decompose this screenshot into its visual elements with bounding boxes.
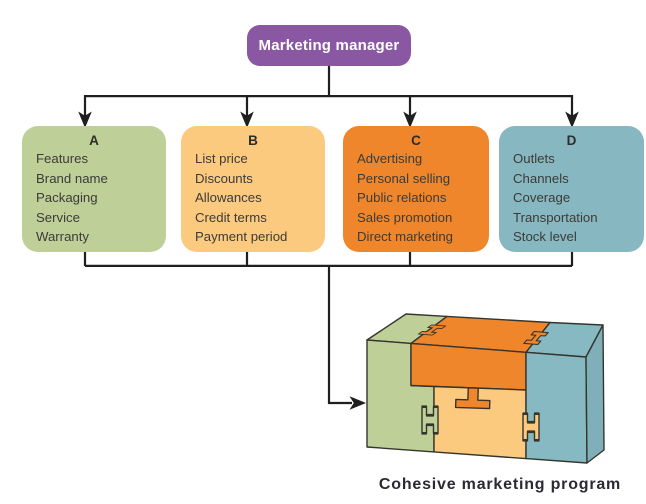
- list-item: Advertising: [357, 151, 423, 166]
- list-item: Coverage: [513, 190, 571, 205]
- illustration-caption: Cohesive marketing program: [378, 476, 622, 493]
- connector-paths: [83, 66, 574, 405]
- list-item: Credit terms: [195, 209, 267, 225]
- list-item: Outlets: [513, 151, 555, 166]
- marketing-manager-label: Marketing manager: [258, 37, 400, 54]
- list-item: Brand name: [36, 170, 108, 186]
- group-item-list: List price Discounts Allowances Credit t…: [181, 149, 325, 247]
- list-item: List price: [195, 151, 248, 166]
- group-box-d-place: D Outlets Channels Coverage Transportati…: [499, 126, 644, 252]
- top-fanout-line: [83, 66, 574, 116]
- group-box-a-product: A Features Brand name Packaging Service …: [22, 126, 166, 252]
- list-item: Packaging: [36, 190, 98, 205]
- list-item: Discounts: [195, 170, 253, 186]
- list-item: Service: [36, 209, 80, 225]
- arrow-down-icon: [78, 111, 92, 128]
- list-item: Channels: [513, 170, 569, 186]
- marketing-manager-box: Marketing manager: [247, 25, 411, 66]
- arrow-right-icon: [349, 396, 366, 410]
- list-item: Stock level: [513, 229, 577, 244]
- list-item: Direct marketing: [357, 229, 454, 244]
- list-item: Personal selling: [357, 170, 451, 186]
- group-letter: B: [248, 133, 258, 148]
- group-box-b-price: B List price Discounts Allowances Credit…: [181, 126, 325, 252]
- list-item: Payment period: [195, 229, 288, 244]
- puzzle-front-orange-piece: [410, 342, 527, 391]
- cohesive-marketing-puzzle-box-icon: [366, 313, 605, 464]
- list-item: Warranty: [36, 229, 90, 244]
- arrow-down-icon: [565, 111, 579, 128]
- puzzle-front-teal-piece: [525, 351, 588, 464]
- group-letter: D: [566, 133, 577, 148]
- puzzle-connector-orange-tab: [454, 387, 491, 410]
- group-item-list: Advertising Personal selling Public rela…: [343, 149, 489, 247]
- arrowheads: [78, 111, 579, 410]
- puzzle-front-apricot-piece: [433, 385, 527, 460]
- group-letter: C: [411, 133, 421, 148]
- list-item: Public relations: [357, 190, 447, 205]
- list-item: Sales promotion: [357, 209, 453, 225]
- list-item: Transportation: [513, 209, 598, 225]
- puzzle-side-teal-face: [585, 324, 605, 464]
- group-item-list: Outlets Channels Coverage Transportation…: [499, 149, 644, 247]
- list-item: Allowances: [195, 190, 262, 205]
- list-item: Features: [36, 151, 89, 166]
- group-item-list: Features Brand name Packaging Service Wa…: [22, 149, 166, 247]
- arrow-down-icon: [240, 111, 254, 128]
- group-letter: A: [89, 133, 99, 148]
- arrow-down-icon: [403, 111, 417, 128]
- bottom-collector-line: [83, 252, 574, 405]
- group-box-c-promotion: C Advertising Personal selling Public re…: [343, 126, 489, 252]
